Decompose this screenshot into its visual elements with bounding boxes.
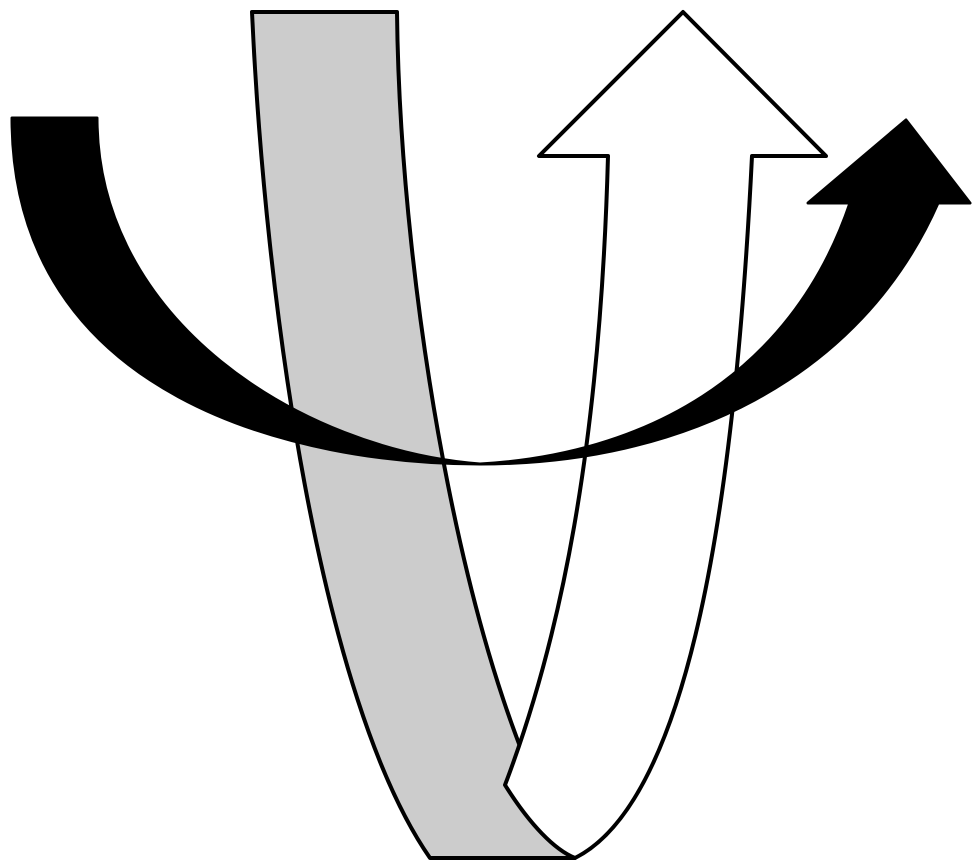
curved-arrow bbox=[12, 118, 970, 464]
